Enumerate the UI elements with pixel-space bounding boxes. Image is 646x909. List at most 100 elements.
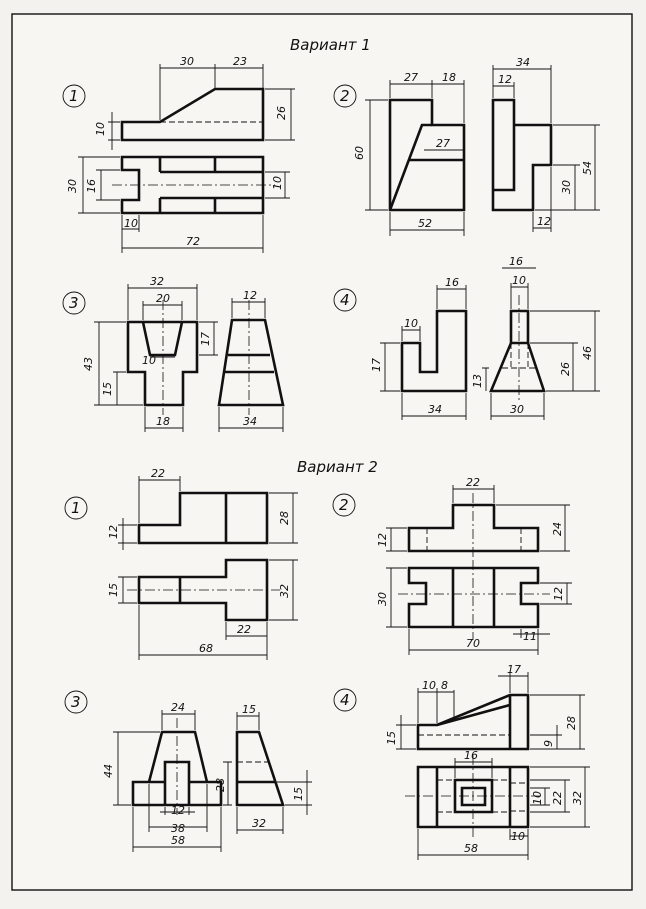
dim-label: 8 bbox=[441, 679, 448, 692]
v2t3-side-view bbox=[235, 730, 285, 807]
dim-lines bbox=[108, 112, 120, 150]
dim-label: 18 bbox=[156, 415, 170, 428]
dim-label: 44 bbox=[102, 764, 115, 778]
dim-label: 22 bbox=[237, 623, 251, 636]
dim-lines bbox=[417, 688, 454, 723]
dim-lines bbox=[386, 567, 407, 628]
dim-lines bbox=[223, 761, 232, 806]
v1t3-front-view bbox=[126, 320, 199, 407]
v1-task1: 1 30 23 26 10 30 16 10 10 72 bbox=[62, 55, 295, 253]
dim-lines bbox=[496, 504, 570, 552]
dim-lines bbox=[122, 215, 264, 253]
v1t3-side-view bbox=[217, 318, 285, 407]
dim-label: 38 bbox=[171, 822, 185, 835]
dim-label: 26 bbox=[559, 362, 572, 376]
dim-label: 12 bbox=[376, 533, 389, 547]
dim-lines bbox=[498, 672, 529, 693]
task-number: 3 bbox=[71, 693, 81, 711]
dim-lines bbox=[127, 284, 198, 320]
dim-lines bbox=[160, 807, 195, 815]
v1-task3: 3 32 20 43 17 10 15 18 12 34 bbox=[62, 275, 285, 432]
task-number: 4 bbox=[340, 691, 350, 709]
dim-label: 24 bbox=[171, 701, 185, 714]
task-number: 1 bbox=[69, 87, 79, 105]
dim-label: 9 bbox=[542, 740, 555, 747]
dim-label: 22 bbox=[551, 791, 564, 805]
dim-label: 32 bbox=[571, 791, 584, 805]
variant1-title: Вариант 1 bbox=[290, 36, 371, 54]
v2t4-top-view bbox=[416, 765, 530, 829]
dim-label: 16 bbox=[85, 179, 98, 193]
v2t2-front-view bbox=[407, 503, 540, 553]
dim-label: 34 bbox=[243, 415, 257, 428]
dim-label: 17 bbox=[507, 663, 521, 676]
dim-lines bbox=[96, 169, 120, 201]
dim-label: 26 bbox=[275, 106, 288, 120]
task-number-circle bbox=[333, 84, 357, 108]
dim-lines bbox=[269, 492, 298, 544]
dim-label: 13 bbox=[471, 374, 484, 388]
dim-label: 22 bbox=[151, 467, 165, 480]
dim-label: 17 bbox=[199, 332, 212, 346]
dim-label: 32 bbox=[150, 275, 164, 288]
hidden-lines bbox=[437, 779, 528, 813]
task-number-circle bbox=[333, 288, 357, 312]
dim-label: 24 bbox=[551, 522, 564, 536]
dim-lines bbox=[218, 407, 284, 432]
dim-lines bbox=[532, 167, 552, 232]
dim-lines bbox=[121, 215, 140, 253]
task-number: 1 bbox=[71, 499, 81, 517]
dim-label: 12 bbox=[243, 289, 257, 302]
dim-label: 18 bbox=[442, 71, 456, 84]
dim-label: 10 bbox=[271, 176, 284, 190]
v1-task2: 2 27 18 60 27 52 34 12 54 30 12 bbox=[333, 56, 600, 236]
dim-lines bbox=[225, 622, 268, 660]
v2-task4: 4 10 8 17 15 28 9 16 10 22 32 10 58 bbox=[333, 663, 590, 860]
dim-label: 10 bbox=[404, 317, 418, 330]
task-number-circle bbox=[64, 690, 88, 714]
dim-label: 11 bbox=[523, 630, 537, 643]
dim-lines bbox=[386, 527, 407, 552]
dim-lines bbox=[401, 393, 467, 420]
dim-label: 30 bbox=[376, 592, 389, 606]
dim-lines bbox=[138, 476, 181, 523]
v1t1-top-view bbox=[120, 155, 265, 215]
dim-lines bbox=[408, 629, 539, 655]
dim-label: 12 bbox=[171, 804, 185, 817]
dim-lines bbox=[113, 371, 126, 405]
dim-lines bbox=[535, 124, 600, 211]
dim-label: 15 bbox=[292, 787, 305, 801]
v2-task1: 1 22 12 28 15 32 22 68 bbox=[64, 467, 298, 660]
dim-label: 72 bbox=[186, 235, 200, 248]
dim-lines bbox=[530, 766, 590, 828]
dim-label: 10 bbox=[94, 122, 107, 136]
slope-edge bbox=[436, 703, 511, 727]
v2t1-top-view bbox=[137, 558, 269, 622]
dim-lines bbox=[113, 731, 160, 806]
v2t2-top-view bbox=[407, 566, 540, 629]
dim-label: 34 bbox=[428, 403, 442, 416]
dim-label: 43 bbox=[82, 357, 95, 371]
dim-label: 10 bbox=[142, 354, 156, 367]
slot-lines bbox=[158, 157, 263, 213]
dim-label: 27 bbox=[436, 137, 450, 150]
dim-label: 10 bbox=[511, 830, 525, 843]
dim-lines bbox=[277, 770, 312, 815]
dim-label: 52 bbox=[418, 217, 432, 230]
v1t4-front-view bbox=[400, 309, 468, 393]
dim-label: 32 bbox=[278, 584, 291, 598]
dim-lines bbox=[454, 758, 493, 778]
dim-lines bbox=[389, 212, 465, 236]
dim-lines bbox=[540, 582, 572, 605]
task-number-circle bbox=[332, 493, 356, 517]
dim-label: 15 bbox=[242, 703, 256, 716]
dim-lines bbox=[265, 171, 290, 199]
dim-lines bbox=[94, 321, 143, 406]
dim-lines bbox=[365, 99, 388, 211]
dim-lines bbox=[530, 694, 585, 750]
dim-label: 28 bbox=[214, 778, 227, 792]
task-number: 2 bbox=[339, 496, 349, 514]
dim-label: 27 bbox=[404, 71, 418, 84]
dim-lines bbox=[389, 80, 465, 123]
dim-label: 12 bbox=[498, 73, 512, 86]
